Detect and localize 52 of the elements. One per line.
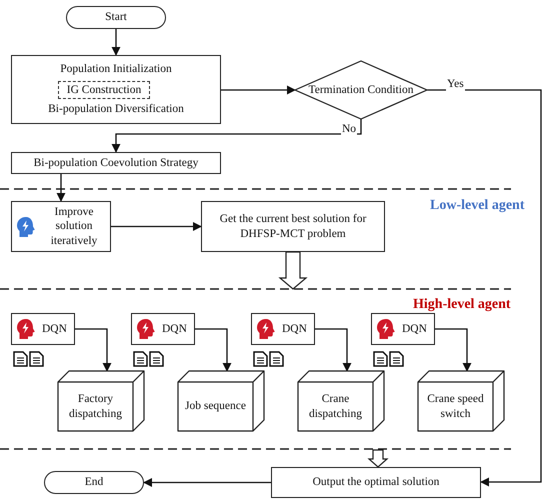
process-box: [11, 152, 221, 174]
cube-box: [298, 371, 384, 431]
arrow: [112, 29, 120, 56]
section-title: High-level agent: [413, 297, 511, 313]
hollow-arrow: [367, 449, 389, 468]
node-text: DQN: [282, 322, 307, 336]
arrow: [195, 328, 232, 372]
decision-diamond: [295, 61, 427, 119]
edge-label: No: [341, 123, 358, 136]
agent-box: [11, 313, 75, 345]
node-text: Termination Condition: [308, 82, 414, 98]
agent-box: [251, 313, 315, 345]
arrow: [111, 222, 202, 231]
cube-box: [178, 371, 264, 431]
arrow: [315, 328, 352, 372]
node-text: Improve solution iteratively: [50, 204, 98, 248]
node-text: IG Construction: [66, 82, 142, 98]
node-text: Start: [105, 10, 127, 25]
node-text: Bi-population Diversification: [48, 102, 184, 116]
terminal-box: [66, 6, 166, 29]
node-text: End: [84, 475, 104, 490]
section-title: Low-level agent: [430, 198, 524, 214]
dashed-box: [58, 81, 150, 99]
node-text: Get the current best solution for DHFSP-MCT problem: [218, 212, 368, 241]
node-text: Job sequence: [185, 399, 246, 414]
hollow-arrow: [278, 251, 308, 290]
arrow: [75, 328, 112, 372]
node-text: Population Initialization: [60, 62, 172, 76]
node-text: DQN: [402, 322, 427, 336]
arrow: [435, 328, 472, 372]
terminal-box: [44, 471, 144, 494]
process-box: [201, 201, 385, 252]
arrow: [427, 89, 542, 486]
node-text: Crane dispatching: [308, 392, 364, 421]
arrow: [143, 478, 271, 487]
arrow: [221, 86, 296, 94]
cube-box: [58, 371, 144, 431]
agent-box: [371, 313, 435, 345]
node-text: Crane speed switch: [426, 392, 485, 421]
edge-label: Yes: [446, 78, 465, 91]
agent-box: [131, 313, 195, 345]
agent-box: [11, 201, 111, 252]
node-text: Output the optimal solution: [312, 475, 440, 490]
node-text: Bi-population Coevolution Strategy: [34, 156, 198, 170]
process-box: [11, 55, 221, 124]
node-text: DQN: [42, 322, 67, 336]
process-box: [271, 467, 481, 498]
node-text: DQN: [162, 322, 187, 336]
arrow: [56, 174, 66, 202]
arrow: [112, 119, 362, 153]
node-text: Factory dispatching: [68, 392, 124, 421]
cube-box: [418, 371, 504, 431]
